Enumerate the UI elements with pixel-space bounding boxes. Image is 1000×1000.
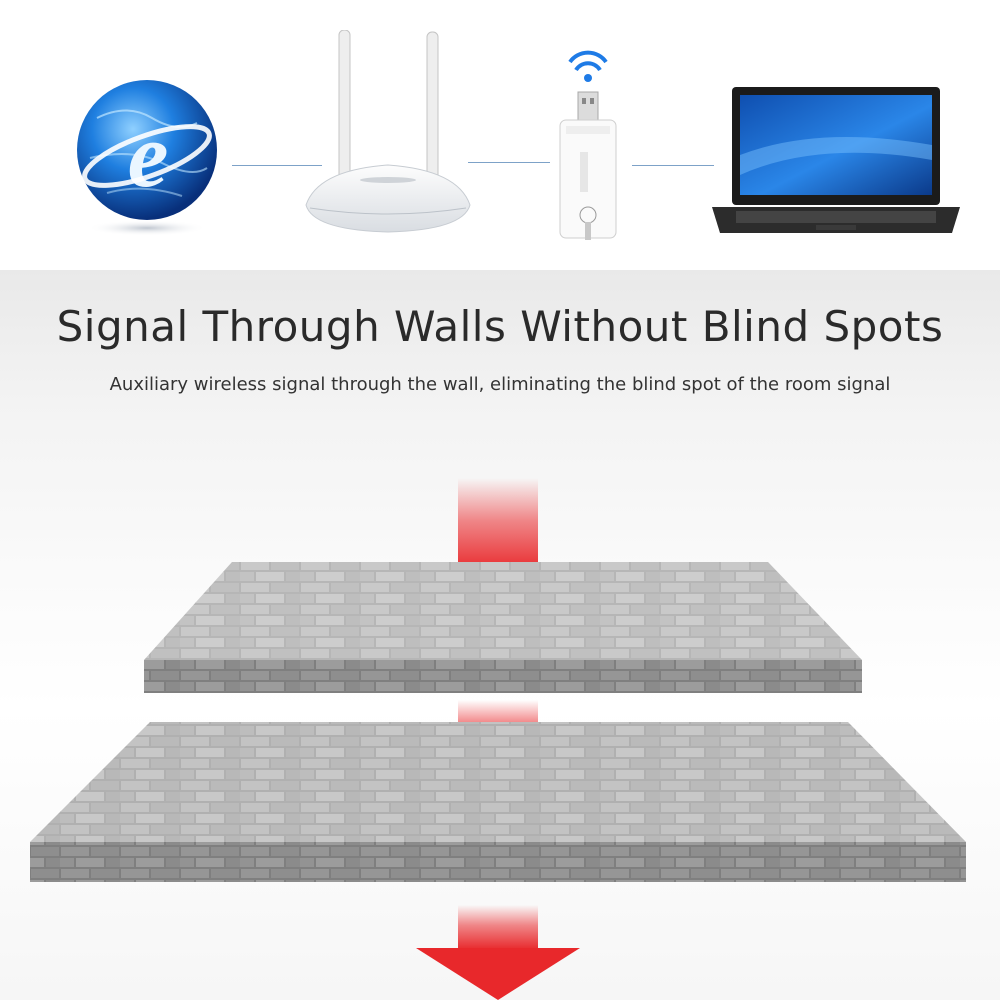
laptop-icon [708, 85, 964, 240]
internet-globe-icon: e [72, 78, 222, 238]
headline: Signal Through Walls Without Blind Spots [56, 302, 944, 351]
connector-line [632, 165, 714, 166]
wifi-router-icon [298, 30, 478, 245]
walls-illustration [30, 478, 966, 1000]
connector-line [232, 165, 322, 166]
subline: Auxiliary wireless signal through the wa… [109, 374, 891, 395]
brick-wall [30, 722, 966, 882]
usb-wifi-adapter-icon [548, 40, 628, 245]
brick-wall [144, 562, 862, 693]
signal-arrow [416, 905, 580, 1000]
svg-text:e: e [128, 104, 169, 206]
connector-line [468, 162, 550, 163]
